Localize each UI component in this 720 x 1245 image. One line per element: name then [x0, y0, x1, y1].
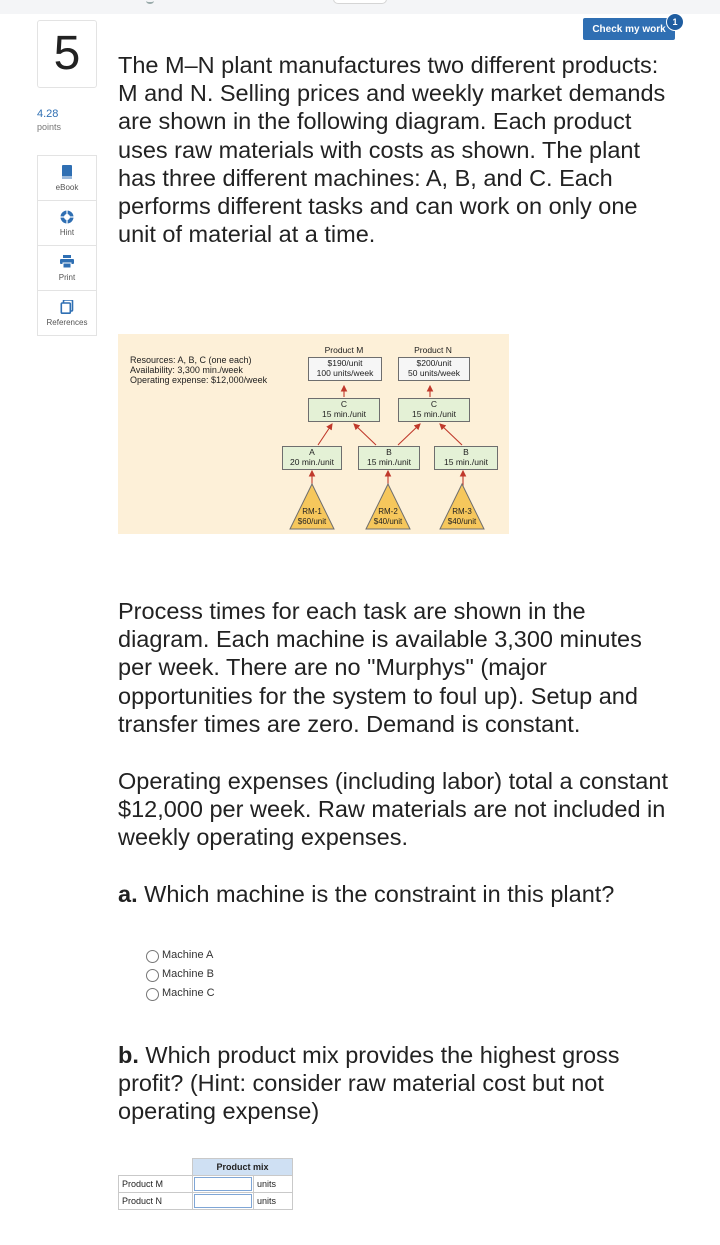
product-m-row-label: Product M: [118, 1175, 193, 1193]
triangle-rm3: [439, 482, 485, 530]
product-mix-header-spacer: [119, 1159, 193, 1176]
product-n-price: $200/unit: [416, 358, 452, 368]
part-a-text: Which machine is the constraint in this …: [137, 881, 615, 907]
question-number: 5: [37, 20, 97, 88]
part-b-prefix: b.: [118, 1042, 139, 1068]
table-row: Product N units: [118, 1192, 293, 1210]
triangle-rm2: [365, 482, 411, 530]
product-m-price: $190/unit: [327, 358, 363, 368]
machine-b2-name: B: [463, 447, 469, 457]
machine-c-n-box: C 15 min./unit: [398, 398, 470, 422]
machine-c-m-name: C: [340, 399, 348, 409]
radio-machine-a[interactable]: [146, 950, 159, 963]
hint-button[interactable]: Hint: [37, 201, 97, 246]
diagram-arrows: [289, 384, 485, 530]
machine-a-time: 20 min./unit: [290, 457, 334, 467]
option-machine-c-label: Machine C: [162, 987, 215, 999]
product-m-cell: [192, 1175, 254, 1193]
resources-info: Resources: A, B, C (one each) Availabili…: [130, 355, 267, 385]
rm1-cost: $60/unit: [297, 516, 327, 526]
operating-expense-line: Operating expense: $12,000/week: [130, 375, 268, 385]
product-n-cell: [192, 1192, 254, 1210]
radio-machine-b[interactable]: [146, 969, 159, 982]
part-b-text: Which product mix provides the highest g…: [118, 1042, 620, 1125]
product-m-title: Product M: [324, 345, 364, 355]
rm2-name: RM-2: [378, 507, 398, 516]
points-value: 4.28: [37, 108, 59, 120]
rm3-cost: $40/unit: [447, 516, 477, 526]
references-button[interactable]: References: [37, 291, 97, 336]
process-paragraph: Process times for each task are shown in…: [118, 598, 642, 737]
arrow-b2-to-cn: [439, 423, 463, 446]
rm1-name: RM-1: [302, 507, 322, 516]
product-n-unit-label: units: [253, 1192, 293, 1210]
product-m-unit-label: units: [253, 1175, 293, 1193]
product-n-row-label: Product N: [118, 1192, 193, 1210]
machine-a-box: A 20 min./unit: [282, 446, 342, 470]
product-mix-table: Product mix Product M units Product N un…: [118, 1158, 293, 1210]
part-a-prefix: a.: [118, 881, 138, 907]
machine-b2-time: 15 min./unit: [444, 457, 488, 467]
intro-paragraph: The M–N plant manufactures two different…: [118, 52, 666, 248]
product-mix-header: Product mix: [192, 1158, 293, 1176]
top-bar-tab[interactable]: [333, 0, 387, 4]
machine-c-m-box: C 15 min./unit: [308, 398, 380, 422]
printer-icon: [60, 255, 74, 273]
copy-icon: [60, 299, 74, 319]
resources-line: Resources: A, B, C (one each): [130, 355, 252, 365]
rm3-label: RM-3 $40/unit: [432, 507, 492, 526]
top-bar-mark: [146, 0, 154, 4]
product-m-demand: 100 units/week: [316, 368, 374, 378]
ebook-button[interactable]: eBook: [37, 155, 97, 201]
product-m-units-input[interactable]: [194, 1177, 252, 1191]
arrow-b1-to-cn: [397, 423, 421, 446]
machine-b2-box: B 15 min./unit: [434, 446, 498, 470]
book-icon: [61, 165, 73, 184]
product-mix-header-row: Product mix: [119, 1158, 293, 1176]
top-bar: [0, 0, 720, 14]
triangle-rm1: [289, 482, 335, 530]
rm3-name: RM-3: [452, 507, 472, 516]
machine-c-m-time: 15 min./unit: [322, 409, 366, 419]
machine-a-name: A: [309, 447, 315, 457]
ebook-label: eBook: [55, 183, 79, 192]
radio-machine-c[interactable]: [146, 988, 159, 1001]
rm2-label: RM-2 $40/unit: [358, 507, 418, 526]
machine-b1-time: 15 min./unit: [367, 457, 411, 467]
arrow-a-to-cm: [317, 423, 333, 446]
product-n-units-input[interactable]: [194, 1194, 252, 1208]
option-machine-b-label: Machine B: [162, 968, 214, 980]
product-n-box: $200/unit 50 units/week: [398, 357, 470, 381]
lifebuoy-icon: [60, 210, 74, 229]
hint-label: Hint: [59, 228, 75, 237]
part-b-question: b. Which product mix provides the highes…: [118, 1041, 678, 1126]
attempt-badge: 1: [666, 13, 684, 31]
arrow-b1-to-cm: [353, 423, 377, 446]
rm2-cost: $40/unit: [373, 516, 403, 526]
references-label: References: [46, 318, 88, 327]
product-n-demand: 50 units/week: [408, 368, 460, 378]
option-machine-a-label: Machine A: [162, 949, 214, 961]
availability-line: Availability: 3,300 min./week: [130, 365, 243, 375]
machine-b1-name: B: [386, 447, 392, 457]
expenses-paragraph: Operating expenses (including labor) tot…: [118, 768, 668, 851]
part-a-question: a. Which machine is the constraint in th…: [118, 880, 678, 908]
plant-diagram: Resources: A, B, C (one each) Availabili…: [118, 334, 509, 534]
print-label: Print: [58, 273, 76, 282]
print-button[interactable]: Print: [37, 246, 97, 291]
check-my-work-button[interactable]: Check my work: [583, 18, 675, 40]
product-m-box: $190/unit 100 units/week: [308, 357, 382, 381]
machine-c-n-name: C: [430, 399, 438, 409]
table-row: Product M units: [118, 1175, 293, 1193]
machine-b1-box: B 15 min./unit: [358, 446, 420, 470]
machine-c-n-time: 15 min./unit: [412, 409, 456, 419]
product-n-title: Product N: [414, 345, 452, 355]
points-label: points: [37, 122, 62, 132]
rm1-label: RM-1 $60/unit: [282, 507, 342, 526]
tool-panel: eBook Hint Print References: [37, 155, 97, 336]
